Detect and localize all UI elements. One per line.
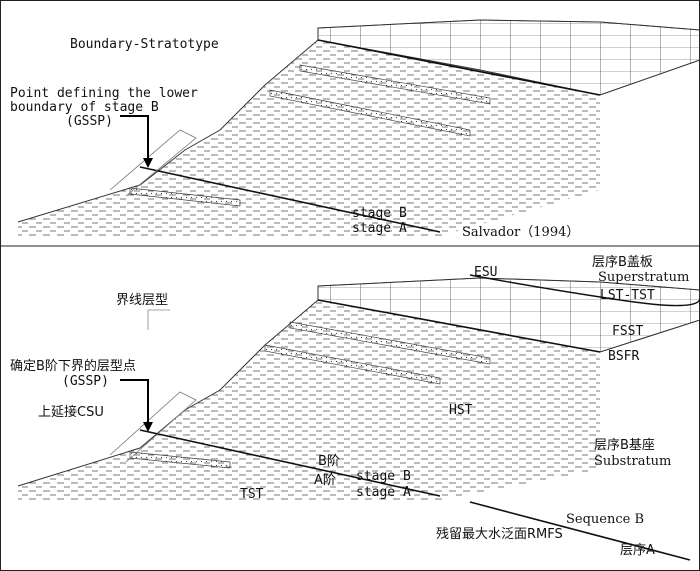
stage-a-label-bottom: stage A (356, 485, 411, 500)
substratum-en-label: Substratum (594, 454, 672, 469)
esu-label: ESU (474, 265, 498, 280)
stage-boundary-line-top (139, 166, 441, 233)
fsst-label: FSST (612, 324, 644, 339)
point-label-line1: Point defining the lower (10, 86, 198, 101)
tst-label: TST (240, 487, 264, 502)
gssp-arrow-top (143, 158, 153, 168)
point-label-line2: boundary of stage B (10, 100, 159, 115)
gssp-label-bottom: (GSSP) (62, 374, 109, 389)
bsfr-line (317, 299, 601, 353)
bottom-outcrop (17, 274, 700, 561)
csu-label: 上延接CSU (38, 405, 104, 420)
rmfs-label: 残留最大水泛面RMFS (436, 527, 563, 542)
lst-tst-label: LST-TST (600, 288, 655, 303)
gssp-arrow-bottom (143, 422, 153, 432)
stage-a-label-top: stage A (352, 221, 407, 236)
citation-label: Salvador（1994） (462, 225, 580, 240)
point-label-cn: 确定B阶下界的层型点 (10, 359, 136, 374)
boundary-stratotype-cn: 界线层型 (116, 293, 169, 308)
substratum-cn-label: 层序B基座 (594, 438, 655, 453)
gssp-label-top: (GSSP) (66, 114, 113, 129)
sequence-cn-label: 层序A (620, 543, 655, 558)
a-stage-cn-label: A阶 (314, 473, 336, 488)
boundary-stratotype-label: Boundary-Stratotype (70, 37, 219, 52)
hst-label: HST (449, 403, 473, 418)
bsfr-label: BSFR (608, 349, 640, 364)
rmfs-line (469, 501, 691, 561)
stage-b-label-top: stage B (352, 206, 407, 221)
b-stage-cn-label: B阶 (318, 454, 340, 469)
top-outcrop (17, 19, 700, 236)
esu-line (469, 274, 700, 307)
stage-boundary-line-bottom (139, 429, 441, 497)
superstratum-en-label: Superstratum (598, 270, 690, 285)
stage-b-label-bottom: stage B (356, 469, 411, 484)
sequence-b-label: Sequence B (566, 512, 645, 527)
superstratum-cn-label: 层序B盖板 (592, 255, 653, 270)
